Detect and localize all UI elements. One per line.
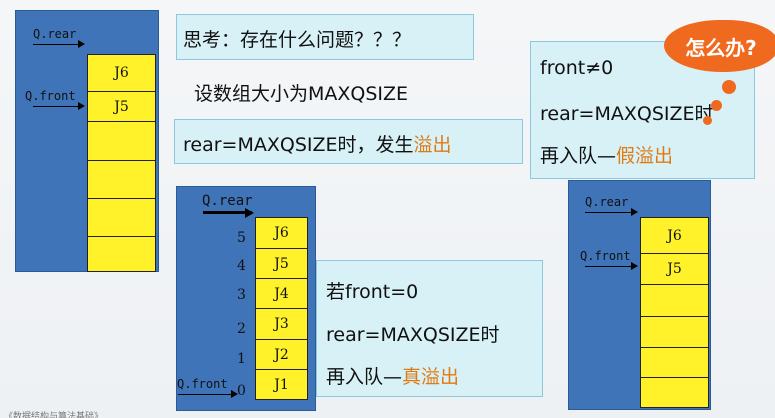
false-overflow-line3: 再入队—假溢出 <box>540 141 673 168</box>
queue-cell: J5 <box>256 248 307 278</box>
index-label: 5 <box>237 230 246 246</box>
front-arrow-icon <box>33 102 85 110</box>
queue-array: J6 J5 <box>640 217 709 408</box>
queue-cell: J5 <box>88 91 155 121</box>
thought-bubble: 怎么办? <box>664 20 775 72</box>
true-overflow-line2: rear=MAXQSIZE时 <box>326 324 500 346</box>
queue-cell <box>88 160 155 198</box>
rear-arrow-icon <box>585 208 638 216</box>
queue-cell <box>641 377 708 407</box>
true-overflow-line3: 再入队—真溢出 <box>326 362 459 389</box>
rear-pointer-label: Q.rear <box>585 195 629 209</box>
thought-bubble-dot <box>722 80 736 94</box>
thought-box: 思考：存在什么问题？？？ <box>176 14 474 60</box>
queue-cell: J2 <box>256 339 307 369</box>
queue-cell <box>88 198 155 236</box>
queue-array: J6 J5 <box>87 54 156 272</box>
index-label: 0 <box>237 383 246 399</box>
front-arrow-icon <box>585 262 638 270</box>
queue-cell <box>88 236 155 271</box>
thought-bubble-dot <box>711 100 722 111</box>
index-label: 2 <box>237 321 246 337</box>
queue-cell <box>641 284 708 316</box>
false-overflow-highlight: 假溢出 <box>616 145 674 167</box>
queue-cell <box>641 316 708 347</box>
false-overflow-line2: rear=MAXQSIZE时 <box>540 103 714 125</box>
footer-text: 《数据结构与算法基础》 <box>4 412 104 418</box>
overflow-highlight: 溢出 <box>413 134 452 156</box>
thought-bubble-dot <box>703 116 712 125</box>
queue-cell: J5 <box>641 253 708 284</box>
queue-array: J6 J5 J4 J3 J2 J1 <box>255 217 308 400</box>
queue-cell: J4 <box>256 278 307 308</box>
queue-cell: J1 <box>256 369 307 399</box>
false-overflow-prefix: 再入队— <box>540 145 617 167</box>
queue-cell: J6 <box>667 227 682 244</box>
true-overflow-line1: 若front=0 <box>326 281 419 303</box>
front-pointer-label: Q.front <box>25 89 76 103</box>
rear-arrow-icon <box>203 207 254 218</box>
rear-arrow-icon <box>33 40 85 48</box>
queue-cell <box>641 347 708 377</box>
index-label: 4 <box>237 258 246 274</box>
false-overflow-line1: front≠0 <box>540 57 614 79</box>
capacity-text: 设数组大小为MAXQSIZE <box>194 83 409 105</box>
front-pointer-label: Q.front <box>177 377 228 391</box>
queue-cell: J6 <box>114 65 129 81</box>
queue-cell <box>88 121 155 160</box>
index-label: 3 <box>237 287 246 303</box>
footer-caption: 《数据结构与算法基础》 <box>0 410 775 418</box>
overflow-box: rear=MAXQSIZE时，发生溢出 <box>174 119 523 164</box>
true-overflow-highlight: 真溢出 <box>402 366 460 388</box>
queue-cell: J3 <box>256 308 307 339</box>
true-overflow-box: 若front=0 rear=MAXQSIZE时 再入队—真溢出 <box>316 260 543 397</box>
front-arrow-icon <box>178 390 238 398</box>
true-overflow-prefix: 再入队— <box>326 366 403 388</box>
front-pointer-label: Q.front <box>580 249 631 263</box>
index-label: 1 <box>237 351 246 367</box>
overflow-text: rear=MAXQSIZE时，发生溢出 <box>183 130 452 157</box>
thought-text: 思考：存在什么问题？？？ <box>183 29 412 51</box>
queue-cell: J6 <box>274 225 289 241</box>
overflow-prefix: rear=MAXQSIZE时，发生 <box>183 134 414 156</box>
rear-pointer-label: Q.rear <box>33 27 77 41</box>
rear-pointer-label: Q.rear <box>202 193 253 209</box>
